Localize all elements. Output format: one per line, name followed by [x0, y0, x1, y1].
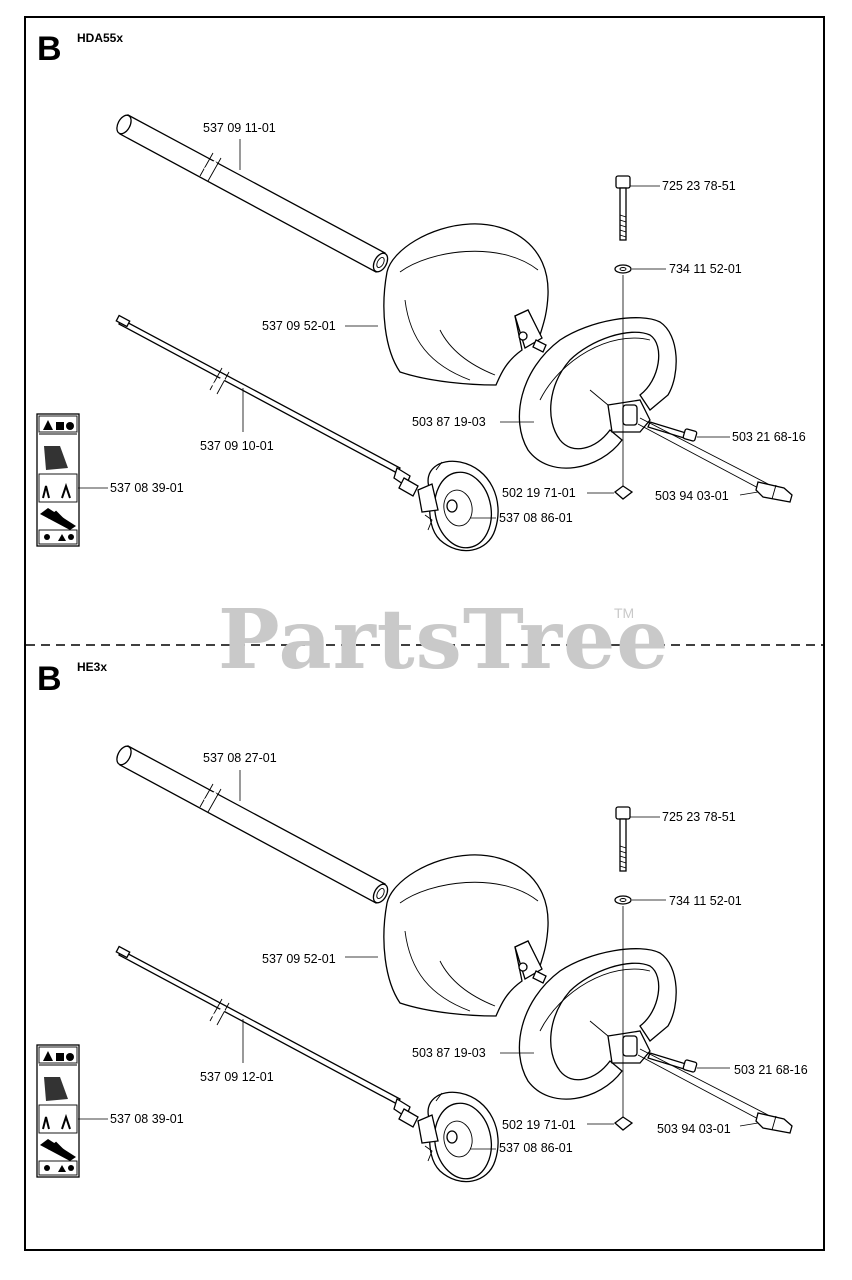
label-nut: 502 19 71-01: [502, 486, 576, 500]
label-gear: 537 08 86-01: [499, 1141, 573, 1155]
label-clip: 503 94 03-01: [657, 1122, 731, 1136]
label-handle: 503 87 19-03: [412, 1046, 486, 1060]
label-guard: 537 09 52-01: [262, 952, 336, 966]
section-hda55x: B HDA55x 537 09 11-01 537 09 10-01 537 0…: [35, 30, 806, 555]
diagram-frame: [24, 16, 825, 1251]
label-shaft: 537 09 10-01: [200, 439, 274, 453]
label-tube: 537 09 11-01: [203, 121, 276, 135]
label-nut: 502 19 71-01: [502, 1118, 576, 1132]
label-clip: 503 94 03-01: [655, 489, 729, 503]
label-washer: 734 11 52-01: [669, 894, 742, 908]
label-decal: 537 08 39-01: [110, 1112, 184, 1126]
model-name: HE3x: [77, 660, 107, 674]
label-handle: 503 87 19-03: [412, 415, 486, 429]
label-bolt: 725 23 78-51: [662, 810, 736, 824]
section-letter: B: [37, 660, 62, 698]
watermark: PartsTree: [218, 592, 669, 688]
watermark-tm: TM: [614, 605, 634, 621]
label-gear: 537 08 86-01: [499, 511, 573, 525]
label-bolt: 725 23 78-51: [662, 179, 736, 193]
label-guard: 537 09 52-01: [262, 319, 336, 333]
section-letter: B: [37, 30, 62, 68]
label-tube: 537 08 27-01: [203, 751, 277, 765]
label-screw: 503 21 68-16: [734, 1063, 808, 1077]
model-name: HDA55x: [77, 31, 123, 45]
label-decal: 537 08 39-01: [110, 481, 184, 495]
label-screw: 503 21 68-16: [732, 430, 806, 444]
section-he3x: B HE3x 537 08 27-01 537 09 12-01 537 09 …: [35, 660, 808, 1186]
label-shaft: 537 09 12-01: [200, 1070, 274, 1084]
label-washer: 734 11 52-01: [669, 262, 742, 276]
